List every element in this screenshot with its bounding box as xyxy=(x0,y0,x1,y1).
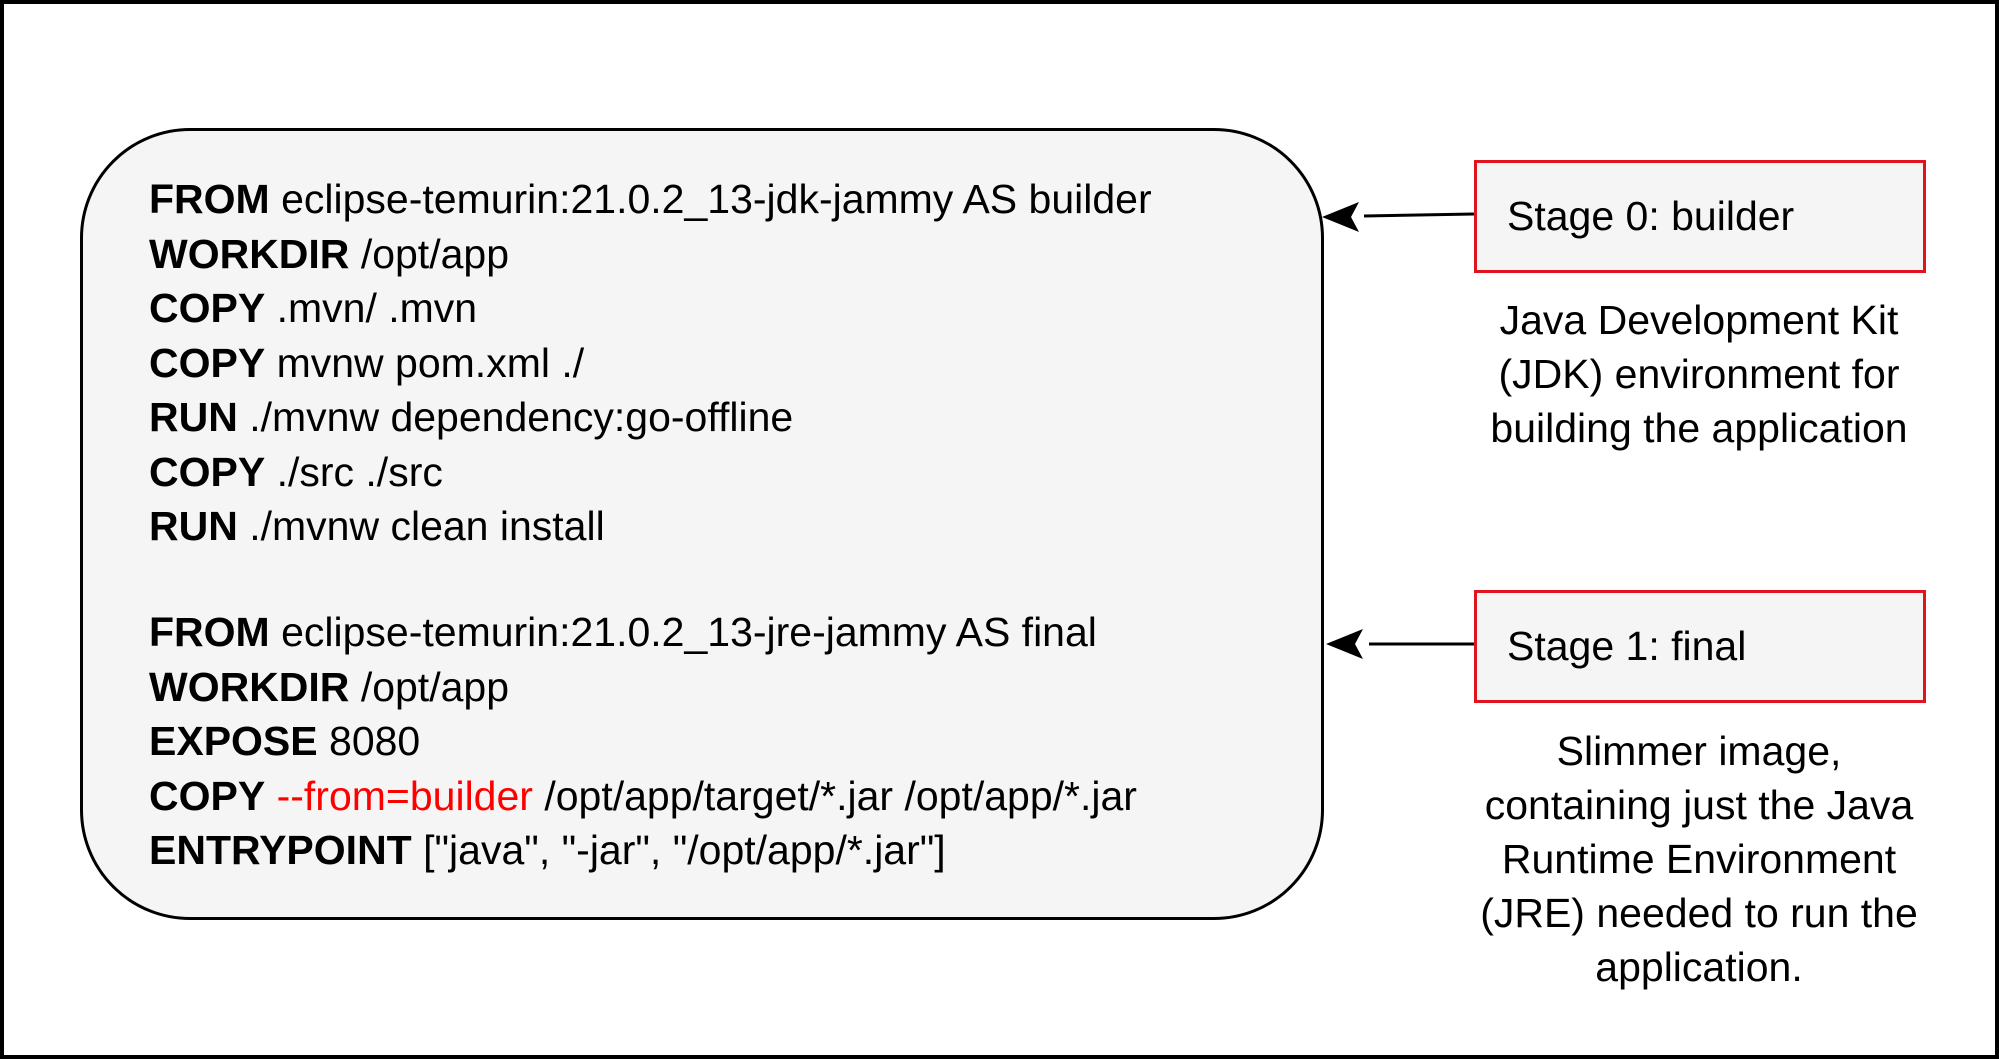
connector-arrows xyxy=(1322,202,1475,659)
instruction-keyword: WORKDIR xyxy=(149,230,350,277)
instruction-keyword: COPY xyxy=(149,448,266,495)
code-line: FROM eclipse-temurin:21.0.2_13-jdk-jammy… xyxy=(149,172,1152,227)
instruction-keyword: RUN xyxy=(149,394,238,440)
description-line: application. xyxy=(1595,944,1803,990)
instruction-keyword: FROM xyxy=(149,609,270,655)
instruction-keyword: COPY xyxy=(149,772,266,819)
code-line: FROM eclipse-temurin:21.0.2_13-jre-jammy… xyxy=(149,605,1137,660)
stage1-description: Slimmer image, containing just the Java … xyxy=(1444,724,1954,994)
stage1-label: Stage 1: final xyxy=(1507,623,1747,669)
description-line: (JDK) environment for xyxy=(1498,351,1900,397)
instruction-args: ["java", "-jar", "/opt/app/*.jar"] xyxy=(411,827,946,873)
code-line: RUN ./mvnw dependency:go-offline xyxy=(149,390,1152,445)
instruction-args: /opt/app/target/*.jar /opt/app/*.jar xyxy=(532,772,1137,819)
code-line: ENTRYPOINT ["java", "-jar", "/opt/app/*.… xyxy=(149,823,1137,878)
stage0-code-block: FROM eclipse-temurin:21.0.2_13-jdk-jammy… xyxy=(149,172,1152,554)
description-line: Slimmer image, xyxy=(1556,728,1842,774)
description-line: Runtime Environment xyxy=(1501,836,1897,882)
stage0-arrow xyxy=(1322,202,1475,232)
stage1-label-box: Stage 1: final xyxy=(1474,590,1926,703)
instruction-args: /opt/app xyxy=(349,230,509,277)
code-line: COPY mvnw pom.xml ./ xyxy=(149,336,1152,391)
copy-from-flag: --from=builder xyxy=(276,772,533,819)
instruction-args: .mvn/ .mvn xyxy=(265,285,478,331)
instruction-args: ./mvnw clean install xyxy=(237,503,605,549)
instruction-keyword: WORKDIR xyxy=(149,663,350,710)
instruction-args: ./src ./src xyxy=(265,448,443,495)
instruction-keyword: EXPOSE xyxy=(149,718,318,764)
instruction-keyword: COPY xyxy=(149,339,266,386)
instruction-keyword: ENTRYPOINT xyxy=(149,827,412,873)
description-line: containing just the Java xyxy=(1484,782,1914,828)
instruction-args: eclipse-temurin:21.0.2_13-jre-jammy AS f… xyxy=(269,609,1097,655)
code-line: WORKDIR /opt/app xyxy=(149,227,1152,282)
stage1-code-block: FROM eclipse-temurin:21.0.2_13-jre-jammy… xyxy=(149,605,1137,878)
instruction-keyword: COPY xyxy=(149,285,266,331)
instruction-args: ./mvnw dependency:go-offline xyxy=(237,394,794,440)
instruction-args: eclipse-temurin:21.0.2_13-jdk-jammy AS b… xyxy=(269,176,1152,222)
instruction-args: 8080 xyxy=(317,718,421,764)
stage0-description: Java Development Kit (JDK) environment f… xyxy=(1444,293,1954,455)
description-line: building the application xyxy=(1490,405,1908,451)
code-line: RUN ./mvnw clean install xyxy=(149,499,1152,554)
code-line: EXPOSE 8080 xyxy=(149,714,1137,769)
instruction-args: /opt/app xyxy=(349,663,509,710)
stage0-label: Stage 0: builder xyxy=(1507,193,1795,239)
code-line: COPY .mvn/ .mvn xyxy=(149,281,1152,336)
description-line: Java Development Kit xyxy=(1499,297,1899,343)
stage1-arrow xyxy=(1326,629,1474,659)
stage0-label-box: Stage 0: builder xyxy=(1474,160,1926,273)
instruction-args: mvnw pom.xml ./ xyxy=(265,339,585,386)
description-line: (JRE) needed to run the xyxy=(1480,890,1918,936)
code-line: COPY --from=builder /opt/app/target/*.ja… xyxy=(149,769,1137,824)
instruction-keyword: RUN xyxy=(149,503,238,549)
dockerfile-box xyxy=(80,128,1324,920)
code-line: WORKDIR /opt/app xyxy=(149,660,1137,715)
instruction-keyword: FROM xyxy=(149,176,270,222)
code-line: COPY ./src ./src xyxy=(149,445,1152,500)
